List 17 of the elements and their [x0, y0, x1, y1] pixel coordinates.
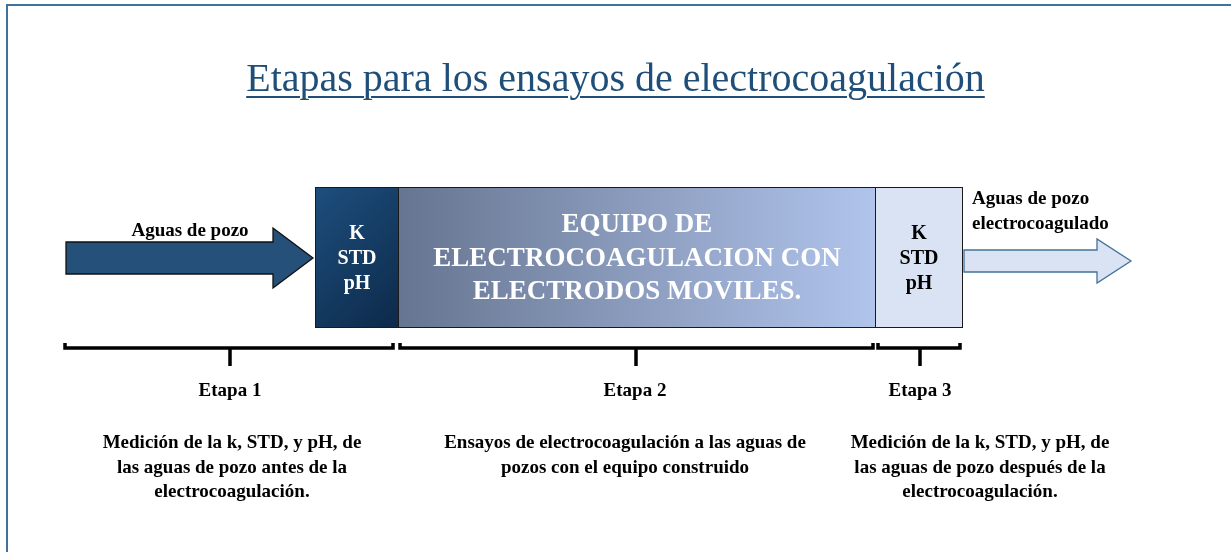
process-box [875, 187, 963, 328]
edge-label: Aguas de pozo [130, 218, 250, 242]
box-text: K STD pH [898, 220, 940, 295]
stage-description: Medición de la k, STD, y pH, de las aguas de pozo antes de la electrocoagulación. [101, 430, 363, 504]
box-text: EQUIPO DE ELECTROCOAGULACION CON ELECTRODOS MOVILES. [432, 206, 842, 308]
stage-label: Etapa 3 [887, 378, 953, 402]
stage-label: Etapa 1 [197, 378, 263, 402]
diagram-title: Etapas para los ensayos de electrocoagulación [246, 55, 985, 100]
process-box [315, 187, 399, 328]
edge-label: Aguas de pozo electrocoagulado [972, 186, 1110, 235]
stage-description: Medición de la k, STD, y pH, de las aguas de pozo después de la electrocoagulación. [849, 430, 1111, 504]
block-arrow [65, 226, 315, 290]
block-arrow [963, 237, 1133, 285]
process-box [398, 187, 876, 328]
stage-label: Etapa 2 [602, 378, 668, 402]
box-text: K STD pH [336, 220, 378, 295]
stage-description: Ensayos de electrocoagulación a las aguas de pozos con el equipo construido [443, 430, 807, 479]
